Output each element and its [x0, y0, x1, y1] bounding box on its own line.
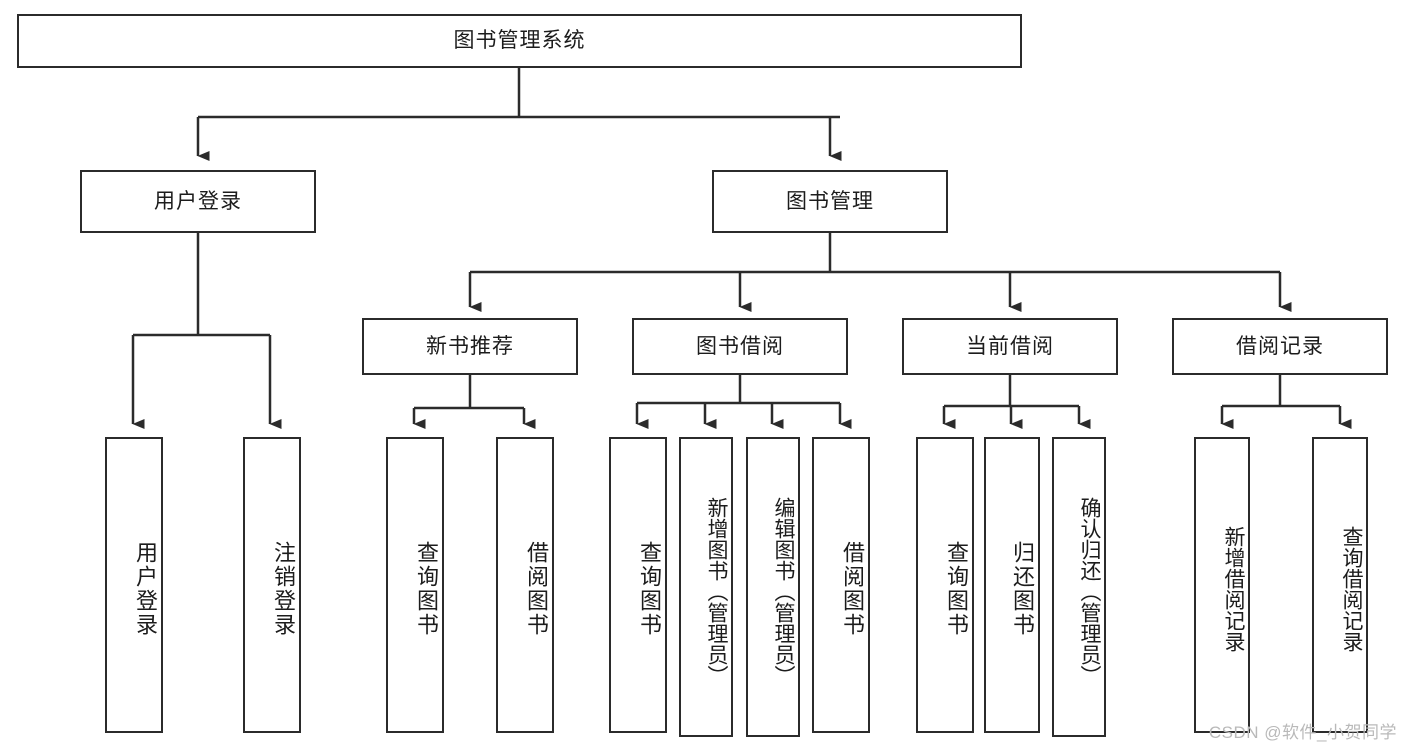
leaf-label: 查询图书 — [637, 541, 662, 637]
node-root[interactable]: 图书管理系统 — [17, 14, 1022, 68]
node-borrow-record[interactable]: 借阅记录 — [1172, 318, 1388, 375]
node-new-book-recommend[interactable]: 新书推荐 — [362, 318, 578, 375]
node-user-login[interactable]: 用户登录 — [80, 170, 316, 233]
leaf-label: 用户登录 — [133, 541, 158, 637]
node-user-login-label: 用户登录 — [154, 189, 242, 213]
leaf-label: 新增借阅记录 — [1222, 526, 1245, 652]
node-root-label: 图书管理系统 — [453, 29, 586, 53]
leaf-user-login-signin[interactable]: 用户登录 — [105, 437, 163, 733]
node-book-management[interactable]: 图书管理 — [712, 170, 948, 233]
leaf-label: 借阅图书 — [840, 541, 865, 637]
leaf-borrow-add-book-admin[interactable]: 新增图书（管理员） — [679, 437, 733, 737]
leaf-newbook-borrow-book[interactable]: 借阅图书 — [496, 437, 554, 733]
node-book-borrow[interactable]: 图书借阅 — [632, 318, 848, 375]
leaf-label: 查询借阅记录 — [1340, 526, 1363, 652]
watermark: CSDN @软件_小贺同学 — [1208, 723, 1397, 742]
node-new-book-recommend-label: 新书推荐 — [426, 334, 514, 358]
node-current-borrow[interactable]: 当前借阅 — [902, 318, 1118, 375]
leaf-record-add-record[interactable]: 新增借阅记录 — [1194, 437, 1250, 733]
node-book-management-label: 图书管理 — [786, 189, 874, 213]
leaf-current-confirm-return-admin[interactable]: 确认归还（管理员） — [1052, 437, 1106, 737]
leaf-borrow-query-book[interactable]: 查询图书 — [609, 437, 667, 733]
leaf-borrow-edit-book-admin[interactable]: 编辑图书（管理员） — [746, 437, 800, 737]
leaf-label: 归还图书 — [1010, 541, 1035, 637]
node-book-borrow-label: 图书借阅 — [696, 334, 784, 358]
leaf-record-query-record[interactable]: 查询借阅记录 — [1312, 437, 1368, 733]
leaf-current-query-book[interactable]: 查询图书 — [916, 437, 974, 733]
leaf-label: 借阅图书 — [524, 541, 549, 637]
leaf-label: 编辑图书（管理员） — [772, 496, 795, 686]
leaf-label: 新增图书（管理员） — [705, 496, 728, 686]
leaf-label: 查询图书 — [944, 541, 969, 637]
leaf-borrow-borrow-book[interactable]: 借阅图书 — [812, 437, 870, 733]
leaf-label: 确认归还（管理员） — [1078, 496, 1101, 686]
leaf-label: 查询图书 — [414, 541, 439, 637]
leaf-newbook-query-book[interactable]: 查询图书 — [386, 437, 444, 733]
node-current-borrow-label: 当前借阅 — [966, 334, 1054, 358]
leaf-current-return-book[interactable]: 归还图书 — [984, 437, 1040, 733]
leaf-user-login-signout[interactable]: 注销登录 — [243, 437, 301, 733]
leaf-label: 注销登录 — [271, 541, 296, 637]
node-borrow-record-label: 借阅记录 — [1236, 334, 1324, 358]
